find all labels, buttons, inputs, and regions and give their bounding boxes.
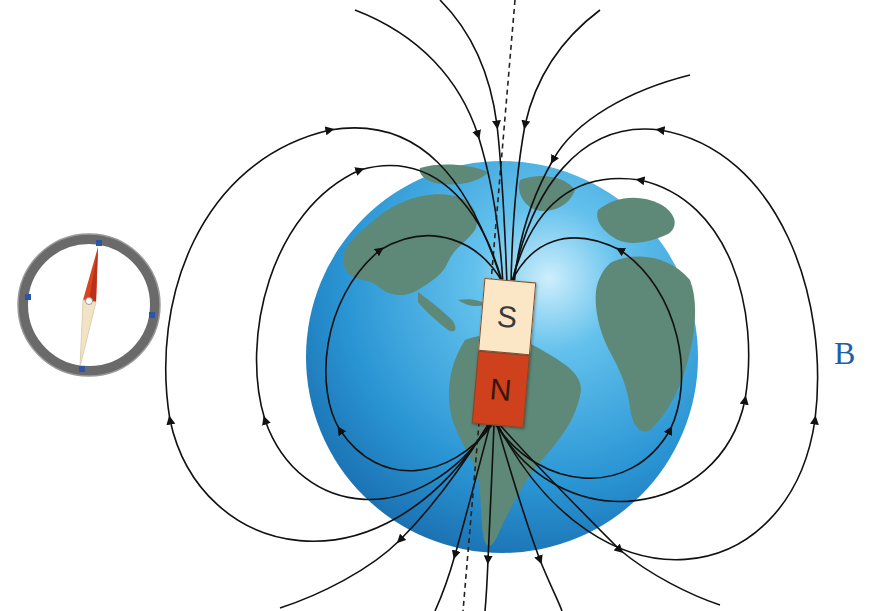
- pole-letter: N: [489, 373, 513, 405]
- field-symbol: B: [834, 337, 855, 369]
- earth-globe: [306, 161, 698, 553]
- field-lines: [166, 0, 818, 611]
- magnet-south-pole: S: [478, 278, 536, 355]
- pole-letter: S: [496, 301, 519, 333]
- compass: [18, 234, 160, 376]
- magnet-north-pole: N: [472, 351, 530, 428]
